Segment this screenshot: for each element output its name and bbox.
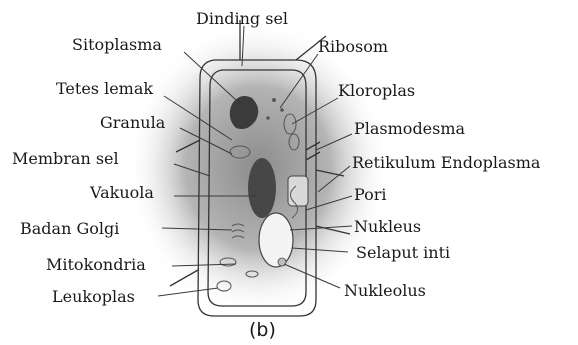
label-plasmodesma: Plasmodesma <box>354 119 466 138</box>
label-pori: Pori <box>354 185 387 204</box>
label-ribosom: Ribosom <box>318 37 388 56</box>
label-nukleolus: Nukleolus <box>344 281 426 300</box>
nucleus <box>259 213 293 267</box>
label-vakuola: Vakuola <box>89 183 154 202</box>
label-leukoplas: Leukoplas <box>52 287 135 306</box>
label-badan-golgi: Badan Golgi <box>20 219 119 238</box>
label-kloroplas: Kloroplas <box>338 81 415 100</box>
ribosome-dot <box>280 108 284 112</box>
label-retikulum-endoplasma: Retikulum Endoplasma <box>352 153 541 172</box>
label-nukleus: Nukleus <box>354 217 421 236</box>
ribosome-dots <box>272 98 276 102</box>
ribosome-dot <box>266 116 270 120</box>
label-tetes-lemak: Tetes lemak <box>56 79 153 98</box>
label-selaput-inti: Selaput inti <box>356 243 450 262</box>
figure-caption: (b) <box>249 319 276 341</box>
label-granula: Granula <box>100 113 166 132</box>
label-dinding-sel: Dinding sel <box>196 9 288 28</box>
label-sitoplasma: Sitoplasma <box>72 35 162 54</box>
vacuole <box>248 158 276 218</box>
label-mitokondria: Mitokondria <box>46 255 146 274</box>
label-membran-sel: Membran sel <box>12 149 119 168</box>
